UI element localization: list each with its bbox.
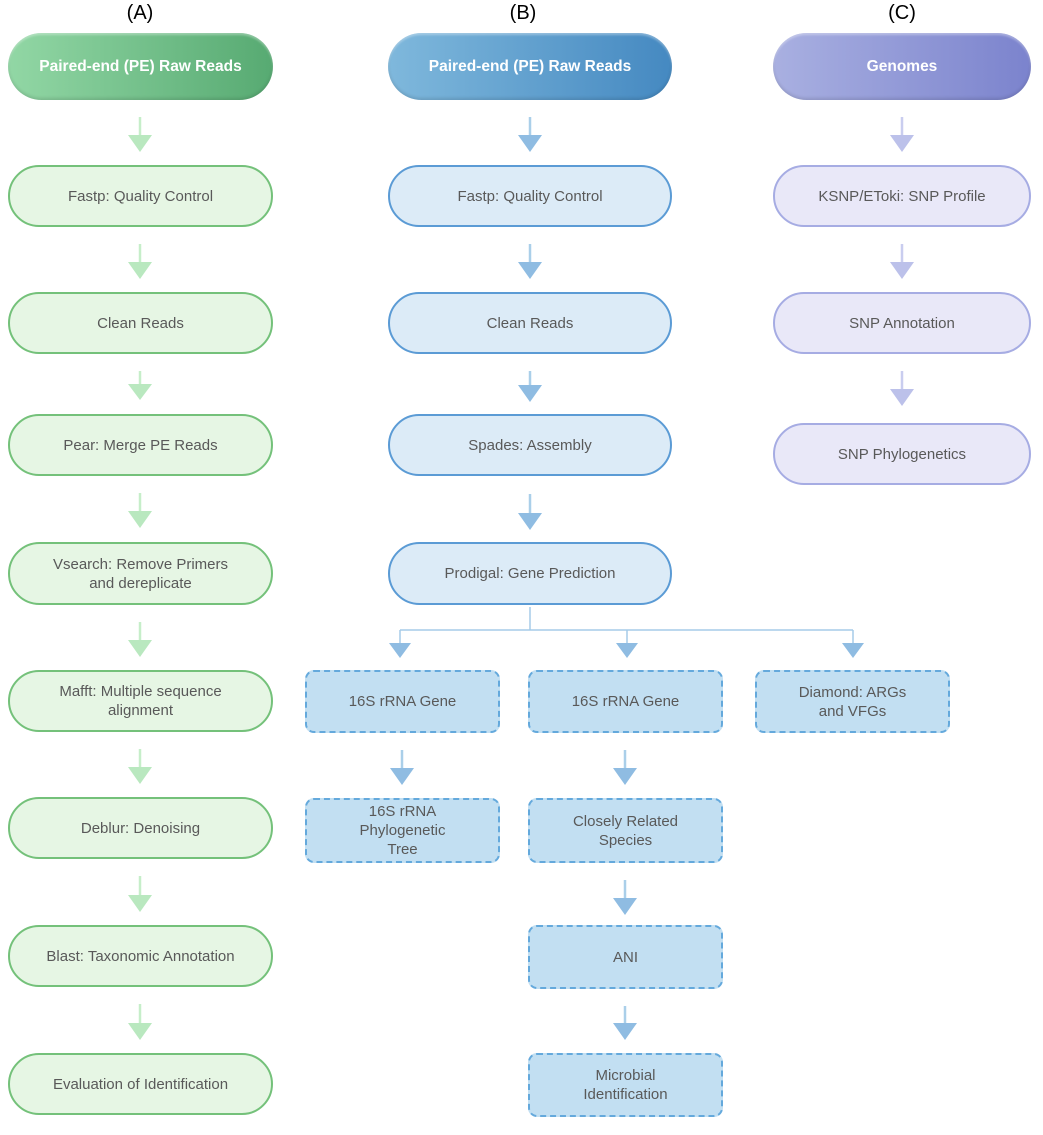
- node-fastp-qc-b: Fastp: Quality Control: [388, 165, 672, 227]
- column-c-label: (C): [888, 2, 916, 24]
- arrow-down-icon: [890, 371, 914, 406]
- node-ani: ANI: [528, 925, 723, 989]
- node-blast: Blast: Taxonomic Annotation: [8, 925, 273, 987]
- node-fastp-qc-a: Fastp: Quality Control: [8, 165, 273, 227]
- arrow-down-icon: [518, 244, 542, 279]
- node-deblur: Deblur: Denoising: [8, 797, 273, 859]
- arrow-down-icon: [128, 493, 152, 528]
- node-clean-reads-b: Clean Reads: [388, 292, 672, 354]
- arrow-down-icon: [518, 494, 542, 530]
- arrow-down-icon: [128, 749, 152, 784]
- arrow-down-icon: [890, 117, 914, 152]
- node-diamond-args-vfgs: Diamond: ARGs and VFGs: [755, 670, 950, 733]
- node-closely-related-species: Closely Related Species: [528, 798, 723, 863]
- arrow-down-icon: [128, 1004, 152, 1040]
- node-pear-merge: Pear: Merge PE Reads: [8, 414, 273, 476]
- node-ksnp-etoki: KSNP/EToki: SNP Profile: [773, 165, 1031, 227]
- arrow-down-icon: [518, 371, 542, 402]
- node-evaluation: Evaluation of Identification: [8, 1053, 273, 1115]
- arrow-down-icon: [890, 244, 914, 279]
- node-mafft: Mafft: Multiple sequence alignment: [8, 670, 273, 732]
- column-b-label: (B): [509, 2, 537, 24]
- arrow-down-icon: [613, 1006, 637, 1040]
- column-a-label: (A): [126, 2, 154, 24]
- arrow-down-icon: [128, 244, 152, 279]
- arrow-down-icon: [128, 117, 152, 152]
- node-spades: Spades: Assembly: [388, 414, 672, 476]
- node-vsearch: Vsearch: Remove Primers and dereplicate: [8, 542, 273, 605]
- arrow-down-icon: [128, 876, 152, 912]
- arrow-down-icon: [613, 880, 637, 915]
- node-pe-raw-reads-b: Paired-end (PE) Raw Reads: [388, 33, 672, 100]
- node-pe-raw-reads-a: Paired-end (PE) Raw Reads: [8, 33, 273, 100]
- arrow-down-icon: [613, 750, 637, 785]
- arrow-down-icon: [128, 371, 152, 400]
- node-prodigal: Prodigal: Gene Prediction: [388, 542, 672, 605]
- arrow-down-icon: [128, 622, 152, 657]
- node-snp-annotation: SNP Annotation: [773, 292, 1031, 354]
- node-16s-gene-middle: 16S rRNA Gene: [528, 670, 723, 733]
- node-genomes: Genomes: [773, 33, 1031, 100]
- node-16s-phylo-tree: 16S rRNA Phylogenetic Tree: [305, 798, 500, 863]
- node-microbial-identification: Microbial Identification: [528, 1053, 723, 1117]
- node-clean-reads-a: Clean Reads: [8, 292, 273, 354]
- node-snp-phylogenetics: SNP Phylogenetics: [773, 423, 1031, 485]
- branch-connector: [389, 607, 864, 658]
- node-16s-gene-left: 16S rRNA Gene: [305, 670, 500, 733]
- arrow-down-icon: [390, 750, 414, 785]
- arrow-down-icon: [518, 117, 542, 152]
